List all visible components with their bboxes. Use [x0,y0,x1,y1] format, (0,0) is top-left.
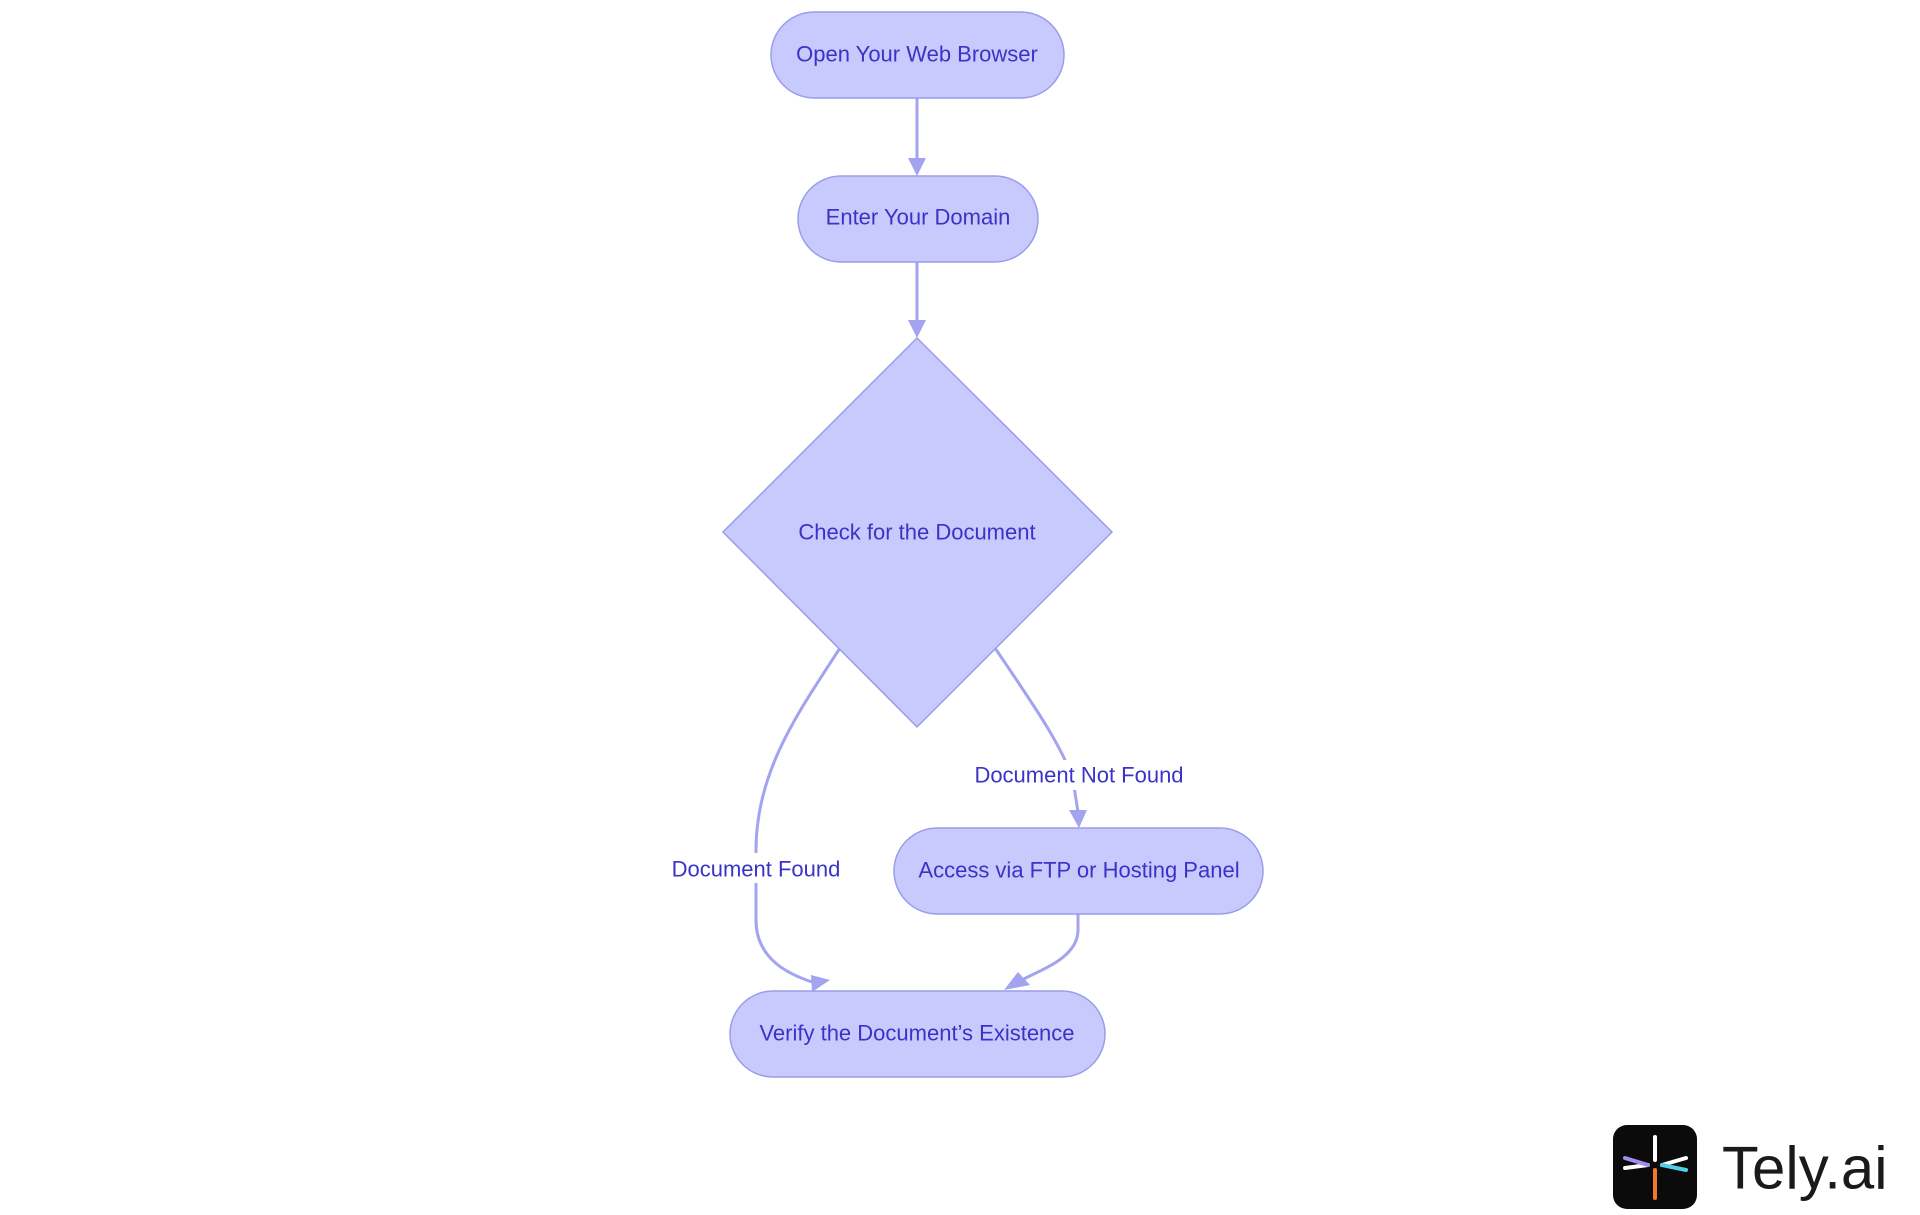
edges [754,98,1087,992]
node-check-document-label: Check for the Document [798,520,1035,545]
node-open-browser-label: Open Your Web Browser [796,42,1038,67]
node-enter-domain[interactable]: Enter Your Domain [797,175,1039,263]
edge-label-found: Document Found [670,853,842,883]
node-enter-domain-label: Enter Your Domain [826,205,1011,230]
node-access-ftp-label: Access via FTP or Hosting Panel [918,858,1239,883]
edge-label-not-found-text: Document Not Found [974,763,1183,788]
edge-label-not-found: Document Not Found [970,760,1188,790]
arrowhead-check-to-verify [811,975,830,992]
arrowhead-check-to-ftp [1069,810,1087,828]
arrowhead-open-to-enter [908,158,926,176]
edge-label-found-text: Document Found [672,857,841,882]
node-verify-existence[interactable]: Verify the Document’s Existence [729,990,1106,1078]
arrowhead-ftp-to-verify [1004,972,1030,990]
node-access-ftp[interactable]: Access via FTP or Hosting Panel [893,827,1264,915]
tely-logo-icon [1613,1125,1697,1209]
edge-ftp-to-verify [1021,912,1080,982]
brand-name: Tely.ai [1722,1135,1888,1202]
arrowhead-enter-to-check [908,320,926,338]
edge-check-to-verify [754,647,842,985]
node-verify-existence-label: Verify the Document’s Existence [759,1021,1074,1046]
brand-logo: Tely.ai [1613,1125,1888,1209]
node-check-document[interactable]: Check for the Document [721,336,1114,729]
node-open-browser[interactable]: Open Your Web Browser [770,11,1065,99]
